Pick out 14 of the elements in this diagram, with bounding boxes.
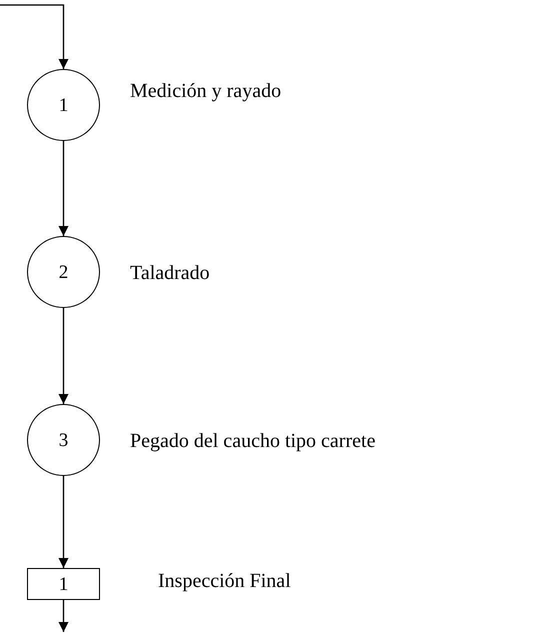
step-number: 2 [58, 262, 68, 282]
arrow [58, 476, 68, 568]
step-number: 3 [58, 430, 68, 450]
arrow [0, 4, 68, 69]
step-label: Inspección Final [158, 570, 291, 593]
arrow [58, 600, 68, 632]
arrow [58, 308, 68, 404]
step-label: Taladrado [130, 262, 210, 285]
inspection-box [27, 568, 100, 600]
step-number: 1 [58, 96, 68, 114]
step-label: Pegado del caucho tipo carrete [130, 430, 376, 453]
step-number: 1 [58, 574, 68, 594]
step-label: Medición y rayado [130, 80, 282, 103]
arrow [58, 141, 68, 236]
